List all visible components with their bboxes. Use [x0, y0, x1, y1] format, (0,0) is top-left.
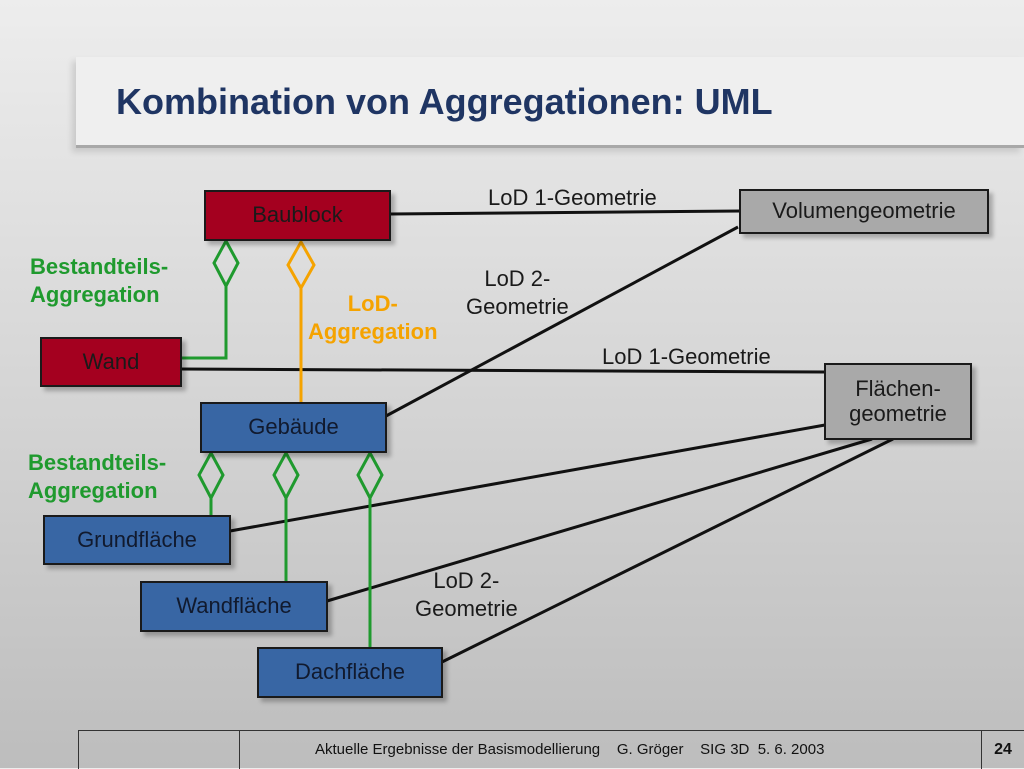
class-flaechengeometrie-label-2: geometrie — [849, 400, 947, 426]
title-bar: Kombination von Aggregationen: UML — [76, 57, 1024, 148]
class-gebaeude: Gebäude — [200, 402, 387, 453]
class-flaechengeometrie: Flächen- geometrie — [824, 363, 972, 440]
assoc-wand-flaechen — [179, 367, 826, 374]
footer-text: Aktuelle Ergebnisse der Basismodellierun… — [315, 741, 825, 758]
bestandteils-aggregation-label-bottom: Bestandteils- Aggregation — [28, 450, 167, 503]
class-gebaeude-label: Gebäude — [248, 414, 339, 440]
aggregation-diamond-icon — [197, 449, 225, 502]
assoc-wandflaeche-flaechen — [326, 437, 873, 603]
class-dachflaeche-label: Dachfläche — [294, 659, 406, 685]
footer-cell-blank — [79, 731, 240, 769]
aggregation-diamond-icon — [356, 449, 384, 502]
class-dachflaeche: Dachfläche — [257, 647, 443, 698]
class-flaechengeometrie-label-1: Flächen- — [855, 375, 941, 401]
class-grundflaeche: Grundfläche — [43, 515, 231, 565]
class-volumengeometrie: Volumengeometrie — [739, 189, 989, 234]
assoc-grundflaeche-flaechen — [229, 423, 826, 533]
footer-cell-text — [239, 731, 982, 769]
class-baublock: Baublock — [204, 190, 391, 241]
class-baublock-label: Baublock — [252, 202, 343, 228]
slide-footer: Aktuelle Ergebnisse der Basismodellierun… — [78, 730, 1024, 769]
lod2-geometrie-label-top: LoD 2- Geometrie — [466, 266, 569, 319]
assoc-dachflaeche-flaechen — [441, 437, 894, 664]
lod-diamond-icon — [286, 238, 316, 292]
class-wand-label: Wand — [82, 348, 140, 374]
aggregation-diamond-icon — [212, 237, 240, 290]
class-volumengeometrie-label: Volumengeometrie — [772, 198, 956, 224]
aggregation-diamond-icon — [272, 449, 300, 502]
assoc-gebaeude-volumen — [385, 225, 739, 418]
aggregation-baublock-wand — [182, 286, 228, 360]
lod1-geometrie-label-mid: LoD 1-Geometrie — [602, 344, 771, 369]
class-wandflaeche: Wandfläche — [140, 581, 328, 632]
class-grundflaeche-label: Grundfläche — [77, 526, 197, 552]
lod2-geometrie-label-bottom: LoD 2- Geometrie — [415, 568, 518, 621]
page-number: 24 — [994, 741, 1012, 758]
slide-title: Kombination von Aggregationen: UML — [116, 81, 773, 122]
bestandteils-aggregation-label-top: Bestandteils- Aggregation — [30, 254, 169, 307]
lod1-geometrie-label-top: LoD 1-Geometrie — [488, 185, 657, 210]
assoc-baublock-volumen — [389, 209, 742, 216]
class-wandflaeche-label: Wandfläche — [176, 593, 292, 619]
lod-aggregation-label: LoD- Aggregation — [308, 291, 438, 344]
class-wand: Wand — [40, 337, 182, 387]
